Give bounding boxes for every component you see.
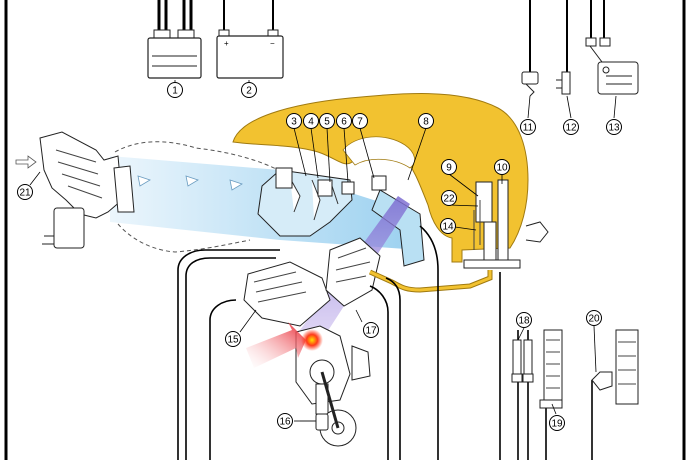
o2-sensors-18 (511, 339, 534, 383)
callout-number: 7 (357, 117, 363, 128)
callout-10: 10 (494, 159, 510, 175)
callout-number: 10 (496, 163, 508, 174)
callout-number: 11 (523, 123, 534, 134)
callout-19: 19 (549, 415, 565, 431)
callout-6: 6 (336, 113, 352, 129)
engine-block (243, 237, 381, 447)
callout-5: 5 (319, 113, 335, 129)
callout-14: 14 (440, 218, 456, 234)
callout-1: 1 (167, 82, 183, 98)
battery-negative-symbol: − (270, 39, 275, 48)
callout-number: 18 (518, 316, 530, 327)
sensor-19 (539, 329, 563, 409)
callout-number: 9 (446, 163, 452, 174)
sensor-11 (521, 71, 539, 97)
throttle-body-assembly (257, 167, 425, 267)
callout-number: 1 (172, 86, 178, 97)
callout-number: 13 (608, 123, 620, 134)
callout-number: 4 (308, 117, 314, 128)
sensor-13-module (585, 37, 639, 95)
fuel-tank-shape (232, 93, 529, 263)
tank-mount-bracket (525, 221, 549, 243)
callout-12: 12 (563, 119, 579, 135)
callout-13: 13 (606, 119, 622, 135)
callout-number: 6 (341, 117, 347, 128)
airflow-arrows (137, 175, 243, 191)
battery-unit-2: + − (216, 0, 284, 79)
callout-number: 14 (442, 222, 454, 233)
callout-number: 15 (227, 335, 239, 346)
exhaust-flow-arrow (246, 322, 306, 368)
callout-20: 20 (586, 310, 602, 326)
sensor-20 (591, 329, 639, 405)
incoming-air-arrow (15, 155, 37, 169)
battery-unit-1 (147, 0, 202, 79)
callout-9: 9 (441, 159, 457, 175)
airbox-dashed-outline (114, 141, 291, 253)
callout-number: 16 (279, 417, 291, 428)
callout-number: 12 (565, 123, 577, 134)
callout-21: 21 (17, 184, 33, 200)
callout-number: 22 (443, 194, 455, 205)
callout-2: 2 (241, 82, 257, 98)
callout-11: 11 (520, 119, 536, 135)
tank-inner-recess (342, 136, 415, 169)
callout-number: 5 (324, 117, 330, 128)
callout-17: 17 (363, 322, 379, 338)
callout-number: 20 (588, 314, 600, 325)
air-intake-duct (39, 131, 135, 249)
callout-18: 18 (516, 312, 532, 328)
callout-number: 2 (246, 86, 252, 97)
callout-4: 4 (303, 113, 319, 129)
callout-number: 19 (551, 419, 563, 430)
sensor-lead-wires (529, 0, 605, 72)
connecting-rod (320, 371, 340, 429)
callout-number: 21 (19, 188, 31, 199)
sensor-12 (556, 71, 571, 95)
callout-number: 17 (365, 326, 377, 337)
callout-15: 15 (225, 331, 241, 347)
callout-number: 8 (423, 117, 429, 128)
callout-3: 3 (286, 113, 302, 129)
combustion-spark (301, 329, 323, 351)
callout-number: 3 (291, 117, 297, 128)
callout-leader-lines (29, 80, 617, 422)
crankshaft-sensor (300, 413, 329, 431)
callout-7: 7 (352, 113, 368, 129)
callout-16: 16 (277, 413, 293, 429)
battery-positive-symbol: + (224, 39, 229, 48)
callout-8: 8 (418, 113, 434, 129)
callout-22: 22 (441, 190, 457, 206)
